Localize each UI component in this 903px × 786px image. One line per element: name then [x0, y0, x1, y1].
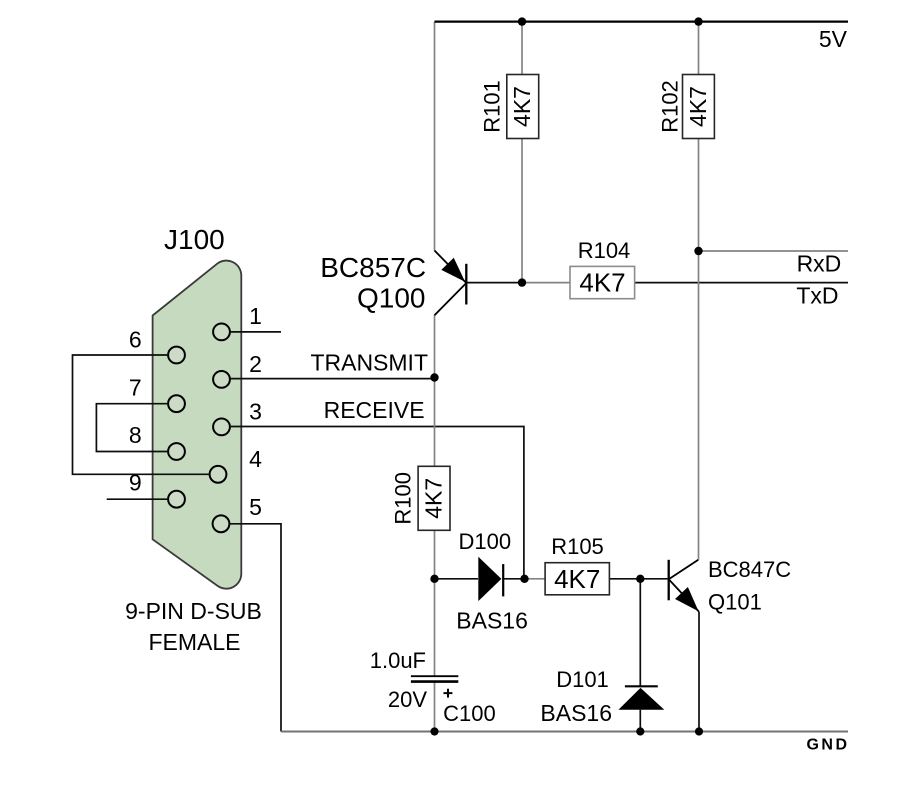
svg-text:R104: R104: [578, 238, 631, 263]
svg-text:GND: GND: [806, 737, 849, 754]
svg-text:BAS16: BAS16: [540, 700, 612, 726]
svg-text:4K7: 4K7: [579, 268, 625, 298]
svg-text:TRANSMIT: TRANSMIT: [310, 350, 428, 376]
svg-text:D101: D101: [556, 667, 609, 692]
svg-text:C100: C100: [443, 701, 496, 726]
svg-text:R100: R100: [390, 472, 415, 525]
svg-text:5V: 5V: [819, 26, 848, 52]
svg-text:4K7: 4K7: [554, 564, 600, 594]
svg-text:6: 6: [129, 327, 142, 353]
svg-text:TxD: TxD: [796, 282, 838, 308]
svg-text:2: 2: [249, 351, 262, 377]
svg-text:1.0uF: 1.0uF: [370, 648, 426, 673]
svg-text:D100: D100: [459, 529, 512, 554]
svg-text:FEMALE: FEMALE: [148, 629, 240, 655]
svg-text:R101: R101: [480, 80, 505, 133]
svg-text:RECEIVE: RECEIVE: [324, 397, 425, 423]
svg-text:4K7: 4K7: [421, 478, 447, 519]
svg-text:4K7: 4K7: [685, 86, 711, 127]
svg-text:Q101: Q101: [708, 590, 762, 615]
svg-text:R105: R105: [551, 534, 604, 559]
svg-text:20V: 20V: [388, 687, 427, 712]
svg-text:8: 8: [129, 422, 142, 448]
svg-text:3: 3: [249, 399, 262, 425]
svg-text:BC847C: BC847C: [708, 557, 791, 582]
svg-text:R102: R102: [657, 80, 682, 133]
svg-text:9: 9: [129, 470, 142, 496]
svg-text:J100: J100: [164, 224, 225, 255]
svg-text:BAS16: BAS16: [456, 607, 528, 633]
svg-text:Q100: Q100: [357, 282, 426, 313]
svg-text:4: 4: [249, 446, 262, 472]
svg-text:7: 7: [129, 374, 142, 400]
svg-text:BC857C: BC857C: [320, 252, 426, 283]
svg-text:1: 1: [249, 303, 262, 329]
svg-text:9-PIN D-SUB: 9-PIN D-SUB: [125, 598, 262, 624]
svg-text:RxD: RxD: [797, 251, 842, 277]
svg-text:5: 5: [249, 494, 262, 520]
svg-text:4K7: 4K7: [509, 86, 535, 127]
